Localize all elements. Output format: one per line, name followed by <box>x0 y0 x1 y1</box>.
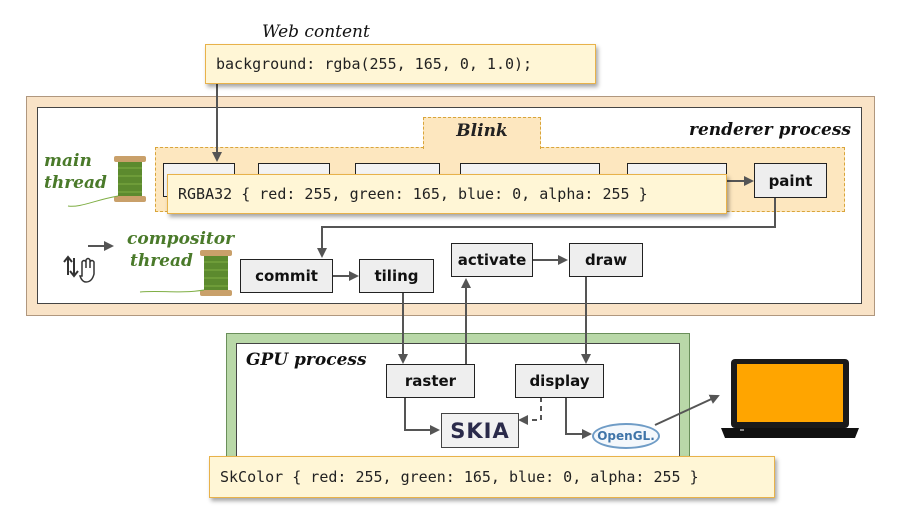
main-thread-label-line1: main <box>44 151 92 171</box>
compositor-thread-label-line2: thread <box>130 251 193 271</box>
rgba32-code: RGBA32 { red: 255, green: 165, blue: 0, … <box>167 174 727 214</box>
skia-logo-text: SKIA <box>450 418 510 443</box>
skcolor-code: SkColor { red: 255, green: 165, blue: 0,… <box>209 456 775 498</box>
main-thread-label-line2: thread <box>44 173 107 193</box>
tiling-box: tiling <box>359 259 434 293</box>
compositor-thread-label: compositor thread <box>127 228 234 272</box>
blink-tab <box>423 117 541 149</box>
commit-box: commit <box>240 259 333 293</box>
gpu-process-label: GPU process <box>246 350 367 370</box>
blink-label: Blink <box>456 121 508 141</box>
draw-box: draw <box>569 243 643 277</box>
web-content-code: background: rgba(255, 165, 0, 1.0); <box>205 44 596 84</box>
activate-box: activate <box>451 243 533 277</box>
renderer-process-label: renderer process <box>689 120 851 140</box>
main-thread-label: main thread <box>44 150 107 194</box>
display-box: display <box>515 364 604 398</box>
opengl-logo: OpenGL. <box>592 423 660 449</box>
paint-box: paint <box>754 163 827 198</box>
skia-logo: SKIA <box>441 413 519 448</box>
opengl-logo-text: OpenGL. <box>597 429 655 443</box>
web-content-label: Web content <box>262 22 370 42</box>
compositor-thread-label-line1: compositor <box>127 229 235 249</box>
raster-box: raster <box>386 364 475 398</box>
